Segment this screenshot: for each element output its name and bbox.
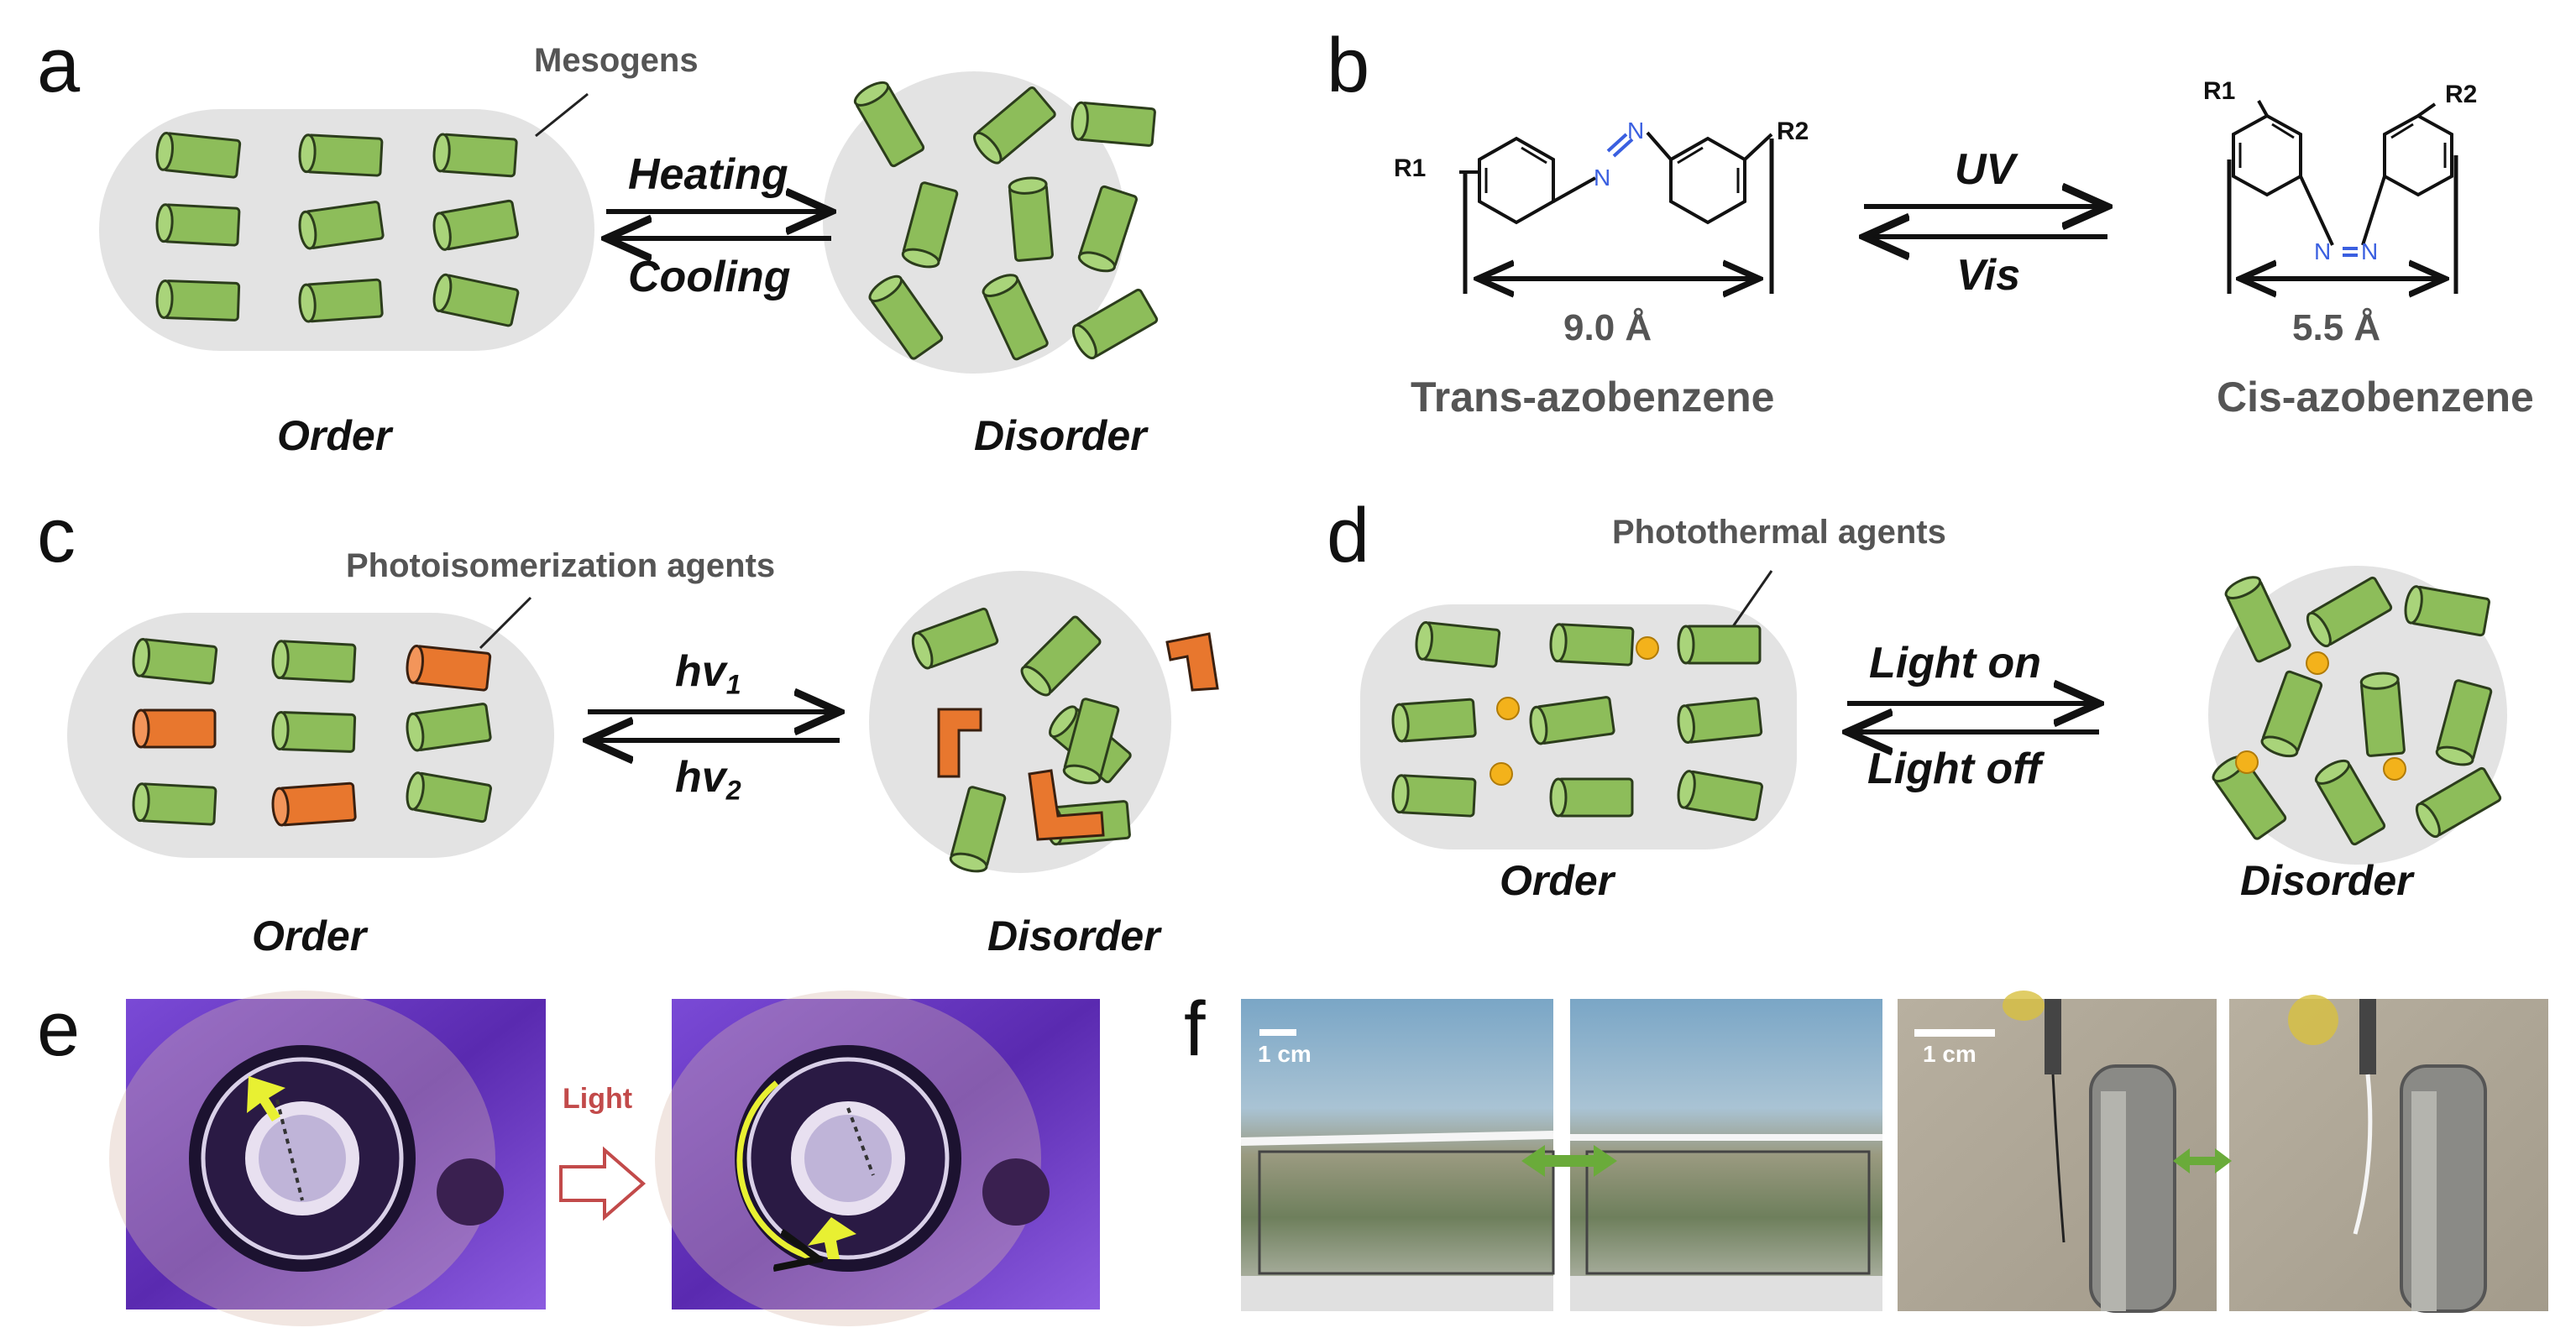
yellow-arrow-icon <box>247 1076 285 1121</box>
cis-n2-label: N <box>2361 238 2379 264</box>
disorder-label: Disorder <box>2240 857 2413 904</box>
order-label: Order <box>277 412 392 459</box>
mesogens-disorder-group <box>908 606 1219 876</box>
motor-photo-before <box>109 991 546 1326</box>
panel-letter-d: d <box>1327 493 1370 578</box>
scale-label-left: 1 cm <box>1258 1041 1312 1067</box>
panel-b-diagram <box>1459 100 2458 294</box>
photothermal-particles-disorder <box>2235 651 2406 781</box>
photoisomerization-callout-line <box>479 596 532 650</box>
trans-azobenzene-structure <box>1459 131 1774 294</box>
panel-a-diagram <box>99 71 1160 374</box>
mesogens-order-group <box>130 637 493 828</box>
mesogens-order-group <box>154 131 521 328</box>
photothermal-label: Photothermal agents <box>1612 514 1946 551</box>
yellow-arrow-icon <box>808 1217 856 1259</box>
tank-photo-2 <box>1570 999 1882 1311</box>
panel-letter-b: b <box>1327 23 1370 108</box>
trans-length-label: 9.0 Å <box>1563 307 1652 348</box>
cooling-label: Cooling <box>628 253 791 301</box>
vis-label: Vis <box>1956 251 2021 300</box>
photothermal-callout-line <box>1728 570 1773 632</box>
panel-d-diagram <box>1360 566 2507 865</box>
cis-name-label: Cis-azobenzene <box>2217 374 2534 421</box>
trans-name-label: Trans-azobenzene <box>1411 374 1775 421</box>
order-label: Order <box>1500 857 1615 904</box>
panel-c-diagram <box>67 571 1219 876</box>
panel-letter-f: f <box>1184 986 1206 1072</box>
light-off-label: Light off <box>1867 745 2041 793</box>
hv1-text: hv <box>675 647 726 696</box>
trans-r2-label: R2 <box>1777 118 1809 145</box>
mesogens-callout-line <box>535 92 589 138</box>
trans-n2-label: N <box>1627 118 1645 144</box>
light-on-label: Light on <box>1869 639 2042 687</box>
panel-letter-e: e <box>37 986 81 1072</box>
cis-azobenzene-structure <box>2227 100 2458 294</box>
hv2-text: hv <box>675 753 726 802</box>
panel-letter-c: c <box>37 493 76 578</box>
panel-letter-a: a <box>37 23 81 108</box>
hv1-subscript: 1 <box>725 669 741 700</box>
tank-photo-1 <box>1240 999 1555 1311</box>
light-label: Light <box>563 1083 633 1115</box>
panel-f-photos <box>1240 991 2548 1313</box>
uv-label: UV <box>1955 145 2016 194</box>
cis-r1-label: R1 <box>2203 77 2236 105</box>
panel-e-photos <box>109 991 1100 1326</box>
phone-photo-2 <box>2229 995 2548 1313</box>
order-label: Order <box>252 912 367 959</box>
photothermal-particles-order <box>1490 636 1659 786</box>
hv1-label: hv1 <box>675 646 741 701</box>
phone-photo-1 <box>1898 991 2217 1313</box>
scale-label-right: 1 cm <box>1923 1041 1977 1067</box>
scale-bar <box>1259 1029 1296 1036</box>
hv2-subscript: 2 <box>725 775 741 806</box>
heating-label: Heating <box>628 150 788 199</box>
disorder-label: Disorder <box>974 412 1147 459</box>
bent-isomer <box>1028 769 1105 841</box>
scale-bar <box>1914 1029 1995 1037</box>
cis-length-label: 5.5 Å <box>2292 307 2381 348</box>
hv2-label: hv2 <box>675 752 741 807</box>
bent-isomer <box>937 708 982 778</box>
double-arrow-icon <box>2173 1148 2232 1174</box>
mesogens-order-group <box>1390 620 1764 822</box>
cis-r2-label: R2 <box>2445 81 2478 108</box>
double-arrow-icon <box>1521 1145 1617 1177</box>
disorder-label: Disorder <box>987 912 1160 959</box>
bent-isomer <box>1165 632 1219 692</box>
motor-photo-after <box>655 991 1100 1326</box>
trans-r1-label: R1 <box>1394 154 1427 182</box>
light-arrow-icon <box>559 1146 647 1221</box>
trans-n1-label: N <box>1594 165 1611 191</box>
cis-n1-label: N <box>2314 238 2332 264</box>
photoisomerization-label: Photoisomerization agents <box>346 547 776 584</box>
mesogens-label: Mesogens <box>534 42 699 79</box>
